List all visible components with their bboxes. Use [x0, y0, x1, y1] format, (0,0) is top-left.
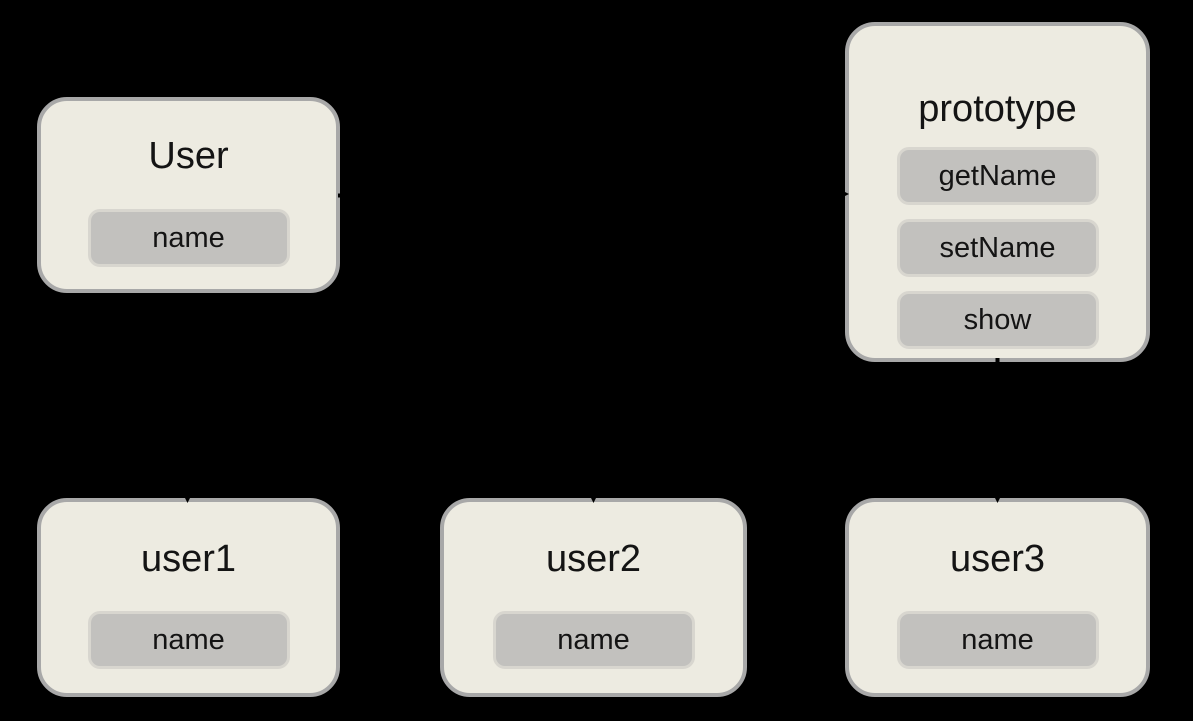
member-pill-show: show: [896, 291, 1099, 349]
member-pill-name: name: [896, 611, 1099, 669]
member-list: getName setName show: [896, 147, 1099, 349]
node-title: prototype: [918, 88, 1077, 130]
member-pill-name: name: [87, 209, 290, 267]
member-pill-getname: getName: [896, 147, 1099, 205]
node-prototype: prototype getName setName show: [845, 22, 1150, 362]
node-title: User: [148, 135, 229, 177]
connector-user-to-prototype: [337, 192, 844, 198]
node-user1: user1 name: [37, 498, 340, 697]
node-user2: user2 name: [440, 498, 747, 697]
node-user-constructor: User name: [37, 97, 340, 293]
node-user3: user3 name: [845, 498, 1150, 697]
member-pill-setname: setName: [896, 219, 1099, 277]
node-title: user1: [140, 538, 237, 580]
node-title: user2: [545, 538, 642, 580]
member-pill-name: name: [87, 611, 290, 669]
node-title: user3: [949, 538, 1046, 580]
member-pill-name: name: [492, 611, 695, 669]
